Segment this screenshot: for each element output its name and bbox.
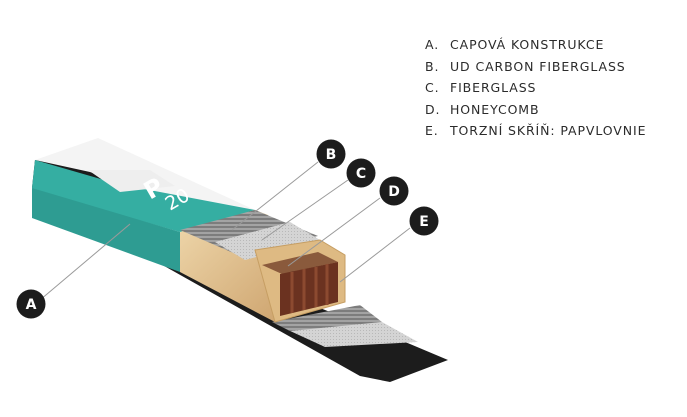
legend-list: A. CAPOVÁ KONSTRUKCE B. UD CARBON FIBERGLA… xyxy=(425,34,646,142)
legend-item: E. TORZNÍ SKŘÍŇ: PAPVLOVNIE xyxy=(425,120,646,142)
legend-letter: D. xyxy=(425,101,441,117)
legend-letter: A. xyxy=(425,37,440,52)
cap-teal-graphic xyxy=(32,160,255,232)
legend-text: HONEYCOMB xyxy=(450,101,540,117)
callout-d-circle xyxy=(379,176,409,206)
cap-white-stripe xyxy=(88,170,175,192)
legend-letter: B. xyxy=(425,58,440,74)
lower-fiberglass-layer xyxy=(288,322,418,347)
leader-line-a xyxy=(39,223,131,301)
leader-line-d xyxy=(287,197,381,267)
leader-line-b xyxy=(231,161,319,231)
lower-carbon-layer xyxy=(272,305,382,331)
callout-a-label: A xyxy=(26,297,37,313)
legend-text: FIBERGLASS xyxy=(450,80,537,95)
callout-c-circle xyxy=(346,158,376,188)
legend-item: B. UD CARBON FIBERGLASS xyxy=(425,56,646,78)
callout-a-circle xyxy=(16,289,46,319)
honeycomb-top xyxy=(262,252,338,274)
legend-letter: C. xyxy=(425,80,440,95)
leader-line-e xyxy=(339,227,411,283)
callout-b-circle xyxy=(316,139,346,169)
legend-text: CAPOVÁ KONSTRUKCE xyxy=(450,37,605,52)
callout-e-circle xyxy=(409,206,439,236)
callout-d-label: D xyxy=(388,184,400,200)
legend-letter: E. xyxy=(425,123,439,138)
legend-text: UD CARBON FIBERGLASS xyxy=(450,58,626,74)
leader-line-c xyxy=(261,179,349,241)
honeycomb-core xyxy=(280,262,338,316)
legend-item: D. HONEYCOMB xyxy=(425,99,646,121)
callout-e-label: E xyxy=(419,214,429,230)
callout-c-label: C xyxy=(356,166,366,182)
legend-text: TORZNÍ SKŘÍŇ: PAPVLOVNIE xyxy=(450,123,647,138)
callout-b-label: B xyxy=(326,147,337,163)
legend-item: C. FIBERGLASS xyxy=(425,77,646,99)
upper-fiberglass-layer xyxy=(215,222,320,260)
legend-item: A. CAPOVÁ KONSTRUKCE xyxy=(425,34,646,56)
cap-sidewall xyxy=(32,188,180,272)
